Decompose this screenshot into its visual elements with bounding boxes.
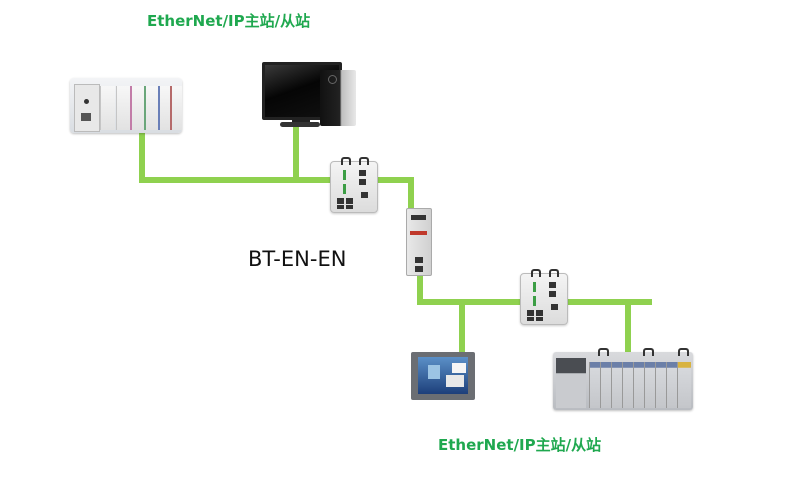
gateway-label: BT-EN-EN — [248, 247, 347, 271]
wire-gateway-down — [417, 273, 423, 305]
hmi-panel-icon — [411, 352, 475, 400]
switch-lower-icon — [520, 269, 568, 325]
gateway-bt-en-en-icon — [406, 208, 432, 276]
wire-pc-drop — [293, 127, 299, 181]
wire-hmi-drop — [459, 299, 465, 353]
wire-rack-drop — [625, 299, 631, 353]
wire-upper-bus — [139, 177, 335, 183]
wire-plc1-drop — [139, 131, 145, 183]
upper-network-label: EtherNet/IP主站/从站 — [147, 12, 311, 30]
plc-compactlogix-icon — [70, 78, 182, 133]
wire-switch-to-gateway-h — [376, 177, 414, 183]
wire-lower-bus-left — [417, 299, 521, 305]
pc-monitor-stand — [292, 117, 310, 123]
wire-switch-to-gateway-v — [408, 177, 414, 209]
plc-controllogix-rack-icon — [553, 348, 693, 410]
switch-upper-icon — [330, 157, 378, 213]
pc-tower-icon — [320, 70, 356, 126]
lower-network-label: EtherNet/IP主站/从站 — [438, 436, 602, 454]
wire-lower-bus-right — [566, 299, 652, 305]
pc-monitor-base — [280, 122, 320, 127]
